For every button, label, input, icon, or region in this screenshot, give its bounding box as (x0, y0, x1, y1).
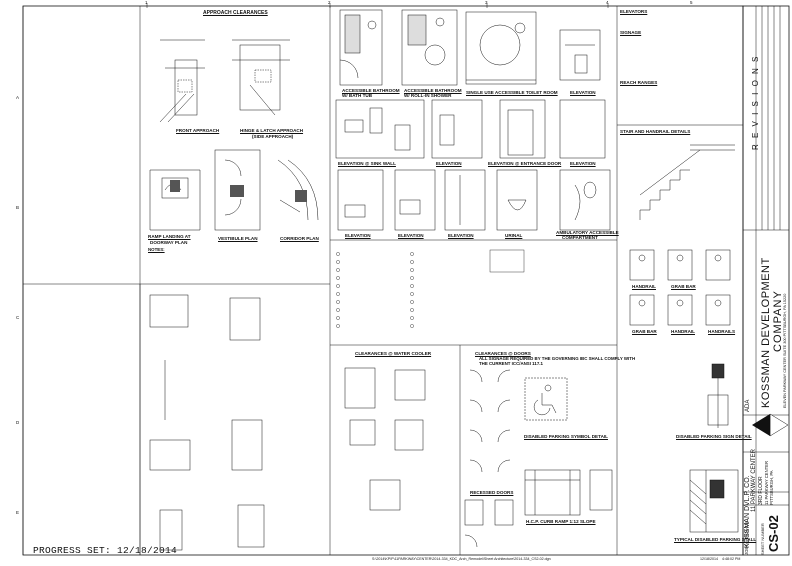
sheet-number: CS-02 (766, 515, 781, 552)
vestibule-label: VESTIBULE PLAN (218, 236, 258, 241)
notes-heading: NOTES: (148, 247, 165, 252)
grab-bar-label-1: GRAB BAR (671, 284, 696, 289)
ambulatory-drawing (559, 169, 611, 231)
doors-drawing (469, 369, 511, 473)
handrail-details (629, 249, 731, 326)
elevation-row3-3 (444, 169, 486, 231)
corridor-label: CORRIDOR PLAN (280, 236, 319, 241)
parking-sign-drawing (707, 363, 729, 428)
hinge-latch-label: HINGE & LATCH APPROACH (240, 128, 304, 133)
ramp-landing-label: RAMP LANDING AT (148, 234, 191, 239)
elev-sink-label: ELEVATION @ SINK WALL (338, 161, 396, 166)
reach-ranges-heading: REACH RANGES (620, 80, 658, 85)
elevation-label-2: ELEVATION (436, 161, 462, 166)
grid-row-c: C (16, 315, 20, 320)
file-path: S:\2014\KP\P\11PARKWAY\CENTER\2014-334_K… (372, 557, 551, 561)
elev-sink-drawing (335, 99, 425, 159)
project-name: 11 PARKWAY CENTER (751, 448, 757, 512)
curb-ramp-drawing (524, 469, 613, 516)
elev-entrance-drawing (499, 99, 546, 159)
single-toilet-drawing (465, 11, 537, 85)
grab-bar-label-2: GRAB BAR (632, 329, 657, 334)
clear-doors-label: CLEARANCES @ DOORS (475, 351, 531, 356)
elev-entrance-label: ELEVATION @ ENTRANCE DOOR (488, 161, 562, 166)
corridor-drawing (277, 159, 319, 221)
approach-clearances-title: APPROACH CLEARANCES (203, 10, 268, 16)
revisions-label: R E V I S I O N S (751, 54, 760, 150)
project-city: PITTSBURGH, PA (769, 470, 774, 505)
bath-tub-label: ACCESSIBLE BATHROOM (342, 88, 400, 93)
ramp-landing-sublabel: DOORWAY PLAN (150, 240, 188, 245)
ramp-landing-drawing (149, 169, 201, 231)
stair-drawing (639, 144, 735, 220)
elevation-mid-2-drawing (559, 99, 606, 159)
bath-shower-sublabel: W/ ROLL-IN SHOWER (404, 93, 452, 98)
parking-symbol-label: DISABLED PARKING SYMBOL DETAIL (524, 434, 608, 439)
grid-row-e: E (16, 510, 20, 515)
elevation-top-drawing (559, 29, 601, 81)
signage-heading: SIGNAGE (620, 30, 642, 35)
grid-col-4: 4 (606, 0, 609, 5)
plot-time-value: 4:48:02 PM (722, 557, 741, 561)
ambulatory-sublabel: COMPARTMENT (562, 235, 598, 240)
grid-row-b: B (16, 205, 20, 210)
grid-col-1: 1 (145, 0, 148, 5)
grid-col-3: 3 (485, 0, 488, 5)
water-cooler-label: CLEARANCES @ WATER COOLER (355, 351, 432, 356)
elevators-heading: ELEVATORS (620, 9, 648, 14)
stair-handrail-heading: STAIR AND HANDRAIL DETAILS (620, 129, 691, 134)
grid-col-5: 5 (690, 0, 693, 5)
elevation-label-3: ELEVATION (570, 161, 596, 166)
firm-address: ELEVEN PARKWAY CENTER SUITE 300 PITTSBUR… (783, 293, 787, 408)
parking-stall-drawing (689, 469, 739, 533)
urinal-label: URINAL (505, 233, 523, 238)
parking-stall-label: TYPICAL DISABLED PARKING STALL (674, 537, 757, 542)
progress-set-stamp: PROGRESS SET: 12/18/2014 (33, 545, 178, 556)
legend-markers (336, 249, 525, 328)
firm-name: KOSSMAN DEVELOPMENT (760, 257, 772, 408)
handrails-label: HANDRAILS (708, 329, 736, 334)
elevation-row3-1 (337, 169, 384, 231)
elevation-label-6: ELEVATION (448, 233, 474, 238)
sheet-number-label: SHEET NUMBER (760, 523, 765, 555)
handrail-label-1: HANDRAIL (632, 284, 656, 289)
curb-ramp-label: H.C.P. CURB RAMP 1:12 SLOPE (526, 519, 596, 524)
recessed-doors-label: RECESSED DOORS (470, 490, 514, 495)
elevation-label-4: ELEVATION (345, 233, 371, 238)
front-approach-label: FRONT APPROACH (176, 128, 220, 133)
front-approach-drawing (159, 39, 205, 123)
general-notes: NOTES: (148, 247, 318, 252)
handrail-label-2: HANDRAIL (671, 329, 695, 334)
bath-shower-label: ACCESSIBLE BATHROOM (404, 88, 462, 93)
bath-tub-drawing (339, 9, 383, 86)
plot-date: 12/18/2014 4:48:02 PM (700, 557, 740, 561)
parking-sign-label: DISABLED PARKING SIGN DETAIL (676, 434, 752, 439)
ambulatory-label: AMBULATORY ACCESSIBLE (556, 230, 619, 235)
elevation-mid-drawing (431, 99, 483, 159)
elevation-label-1: ELEVATION (570, 90, 596, 95)
water-cooler-drawing (344, 367, 426, 511)
hinge-latch-sublabel: (SIDE APPROACH) (252, 134, 294, 139)
lower-left-details (149, 294, 265, 551)
plot-date-value: 12/18/2014 (700, 557, 718, 561)
bath-shower-drawing (401, 9, 458, 86)
discipline-label: ADA (745, 399, 751, 412)
elevation-label-5: ELEVATION (398, 233, 424, 238)
grid-col-2: 2 (328, 0, 331, 5)
elevation-row3-2 (394, 169, 436, 231)
vestibule-drawing (214, 149, 261, 231)
signage-compliance-note: ALL SIGNAGE REQUIRED BY THE GOVERNING IB… (479, 356, 636, 367)
job-number: JOB no. 2014-334 (744, 521, 749, 555)
grid-row-a: A (16, 95, 20, 100)
single-toilet-label: SINGLE USE ACCESSIBLE TOILET ROOM (466, 90, 558, 95)
recessed-doors-drawing (464, 499, 514, 548)
grid-row-d: D (16, 420, 20, 425)
bath-tub-sublabel: W/ BATH TUB (342, 93, 373, 98)
parking-symbol-drawing (524, 377, 568, 421)
urinal-drawing (496, 169, 538, 231)
hinge-approach-drawing (232, 39, 290, 116)
